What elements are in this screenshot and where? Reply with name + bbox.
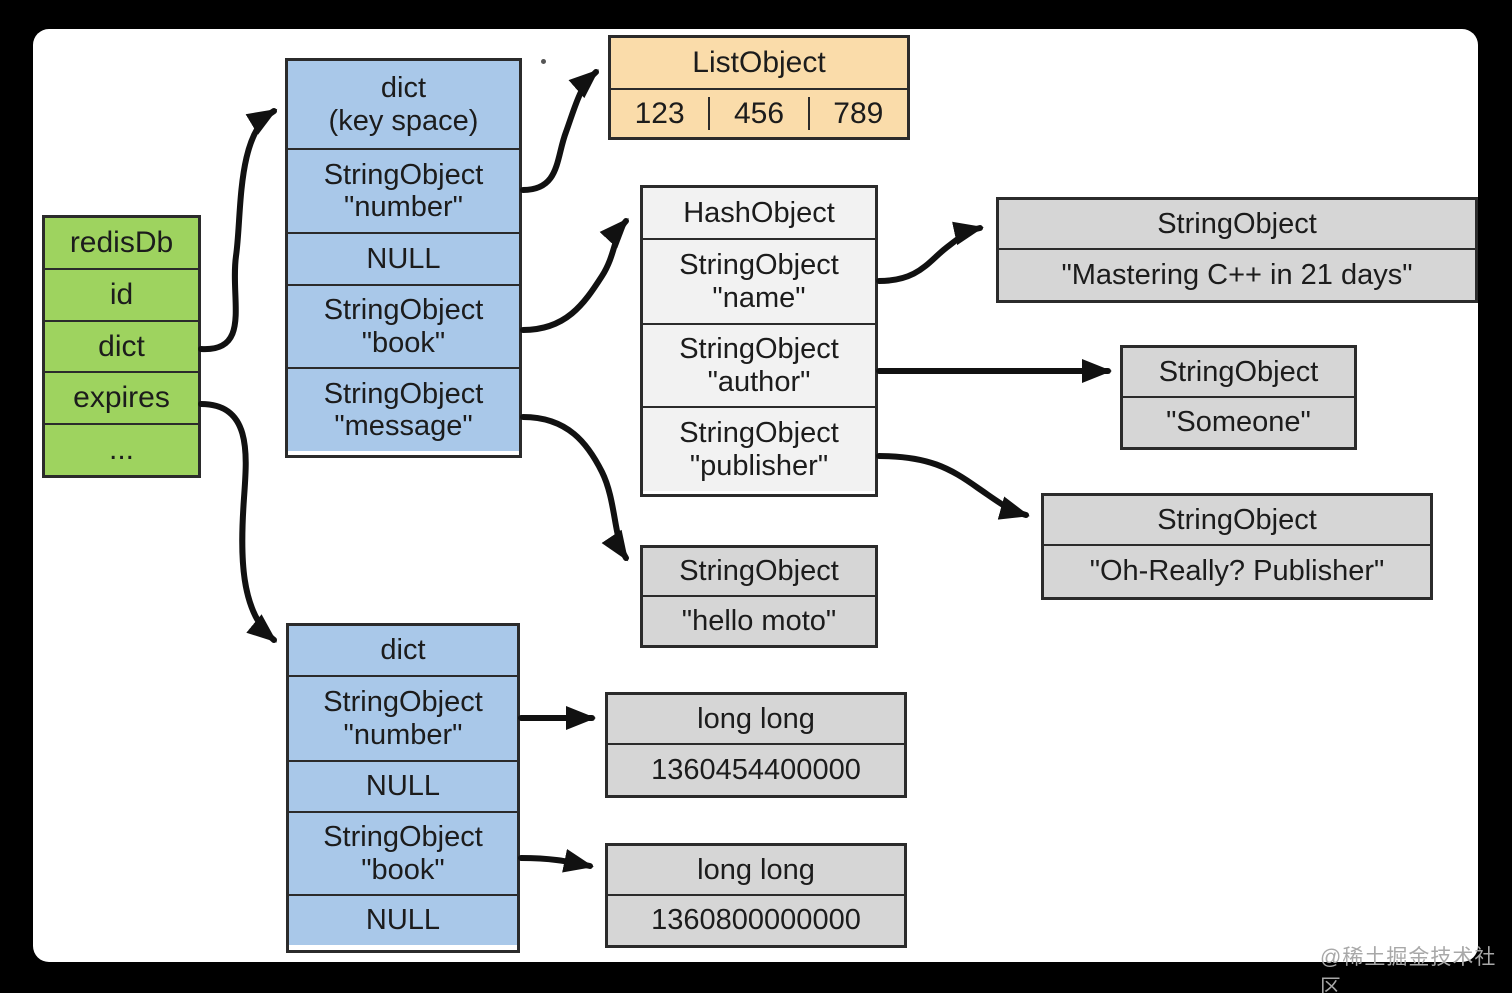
list-object-cells: 123 456 789 bbox=[611, 96, 907, 131]
keyspace-key-book: StringObject "book" bbox=[288, 284, 519, 367]
keyspace-key-number: StringObject "number" bbox=[288, 148, 519, 232]
string-object-publisher-value-box: StringObject "Oh-Really? Publisher" bbox=[1041, 493, 1433, 600]
redisdb-field-ellipsis: ... bbox=[45, 423, 198, 475]
long-long-book-box: long long 1360800000000 bbox=[605, 843, 907, 948]
hash-object-header: HashObject bbox=[643, 188, 875, 238]
string-object-message-value-box: StringObject "hello moto" bbox=[640, 545, 878, 648]
stray-dot-artifact bbox=[541, 59, 546, 64]
expires-null-row: NULL bbox=[289, 760, 517, 811]
long-long-header: long long bbox=[608, 695, 904, 743]
expires-dict-box: dict StringObject "number" NULL StringOb… bbox=[286, 623, 520, 953]
expires-key-book: StringObject "book" bbox=[289, 811, 517, 894]
string-object-value: "hello moto" bbox=[643, 595, 875, 645]
hash-field-publisher: StringObject "publisher" bbox=[643, 406, 875, 491]
keyspace-null-row: NULL bbox=[288, 232, 519, 284]
expires-null-row-2: NULL bbox=[289, 894, 517, 945]
list-object-box: ListObject 123 456 789 bbox=[608, 35, 910, 140]
string-object-book-value-box: StringObject "Mastering C++ in 21 days" bbox=[996, 197, 1478, 303]
long-long-value: 1360454400000 bbox=[608, 743, 904, 795]
redisdb-struct-box: redisDb id dict expires ... bbox=[42, 215, 201, 478]
string-object-header: StringObject bbox=[999, 200, 1475, 248]
long-long-number-box: long long 1360454400000 bbox=[605, 692, 907, 798]
list-object-cell: 123 bbox=[634, 96, 685, 130]
keyspace-key-message: StringObject "message" bbox=[288, 367, 519, 451]
redisdb-title: redisDb bbox=[45, 218, 198, 268]
string-object-header: StringObject bbox=[643, 548, 875, 595]
hash-field-name: StringObject "name" bbox=[643, 238, 875, 323]
list-object-header: ListObject bbox=[611, 38, 907, 88]
expires-key-number: StringObject "number" bbox=[289, 675, 517, 760]
string-object-header: StringObject bbox=[1123, 348, 1354, 396]
string-object-value: "Someone" bbox=[1123, 396, 1354, 447]
string-object-header: StringObject bbox=[1044, 496, 1430, 544]
watermark-text: @稀土掘金技术社区 bbox=[1320, 946, 1497, 993]
list-object-cell: 456 bbox=[708, 96, 807, 131]
list-object-cell: 789 bbox=[807, 96, 907, 131]
keyspace-dict-box: dict (key space) StringObject "number" N… bbox=[285, 58, 522, 458]
string-object-value: "Oh-Really? Publisher" bbox=[1044, 544, 1430, 597]
hash-field-author: StringObject "author" bbox=[643, 323, 875, 406]
string-object-value: "Mastering C++ in 21 days" bbox=[999, 248, 1475, 300]
redisdb-field-dict: dict bbox=[45, 319, 198, 372]
expires-dict-title: dict bbox=[289, 626, 517, 675]
keyspace-dict-title: dict (key space) bbox=[288, 61, 519, 148]
redisdb-field-id: id bbox=[45, 267, 198, 320]
redisdb-field-expires: expires bbox=[45, 371, 198, 424]
hash-object-box: HashObject StringObject "name" StringObj… bbox=[640, 185, 878, 497]
string-object-author-value-box: StringObject "Someone" bbox=[1120, 345, 1357, 450]
long-long-value: 1360800000000 bbox=[608, 894, 904, 945]
long-long-header: long long bbox=[608, 846, 904, 894]
